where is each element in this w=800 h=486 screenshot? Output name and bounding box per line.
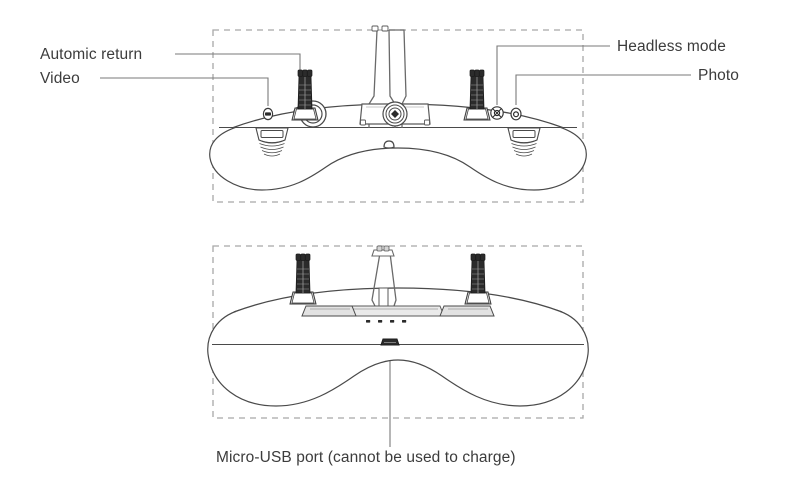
headless-mode-button[interactable] bbox=[490, 106, 504, 120]
right-joystick[interactable] bbox=[463, 69, 491, 121]
callout-video: Video bbox=[40, 70, 80, 87]
leader-headless-mode bbox=[496, 45, 610, 105]
video-button[interactable] bbox=[262, 107, 274, 121]
controller-front-view bbox=[209, 25, 587, 191]
power-button[interactable] bbox=[383, 140, 395, 149]
left-grip-pad bbox=[255, 127, 289, 157]
callout-photo: Photo bbox=[698, 67, 740, 84]
rear-right-hinge bbox=[439, 305, 495, 317]
rear-right-joystick[interactable] bbox=[464, 253, 492, 305]
callout-headless-mode: Headless mode bbox=[617, 38, 726, 55]
right-grip-pad bbox=[507, 127, 541, 157]
left-joystick[interactable] bbox=[291, 69, 319, 121]
front-view-boundary bbox=[212, 29, 584, 203]
leader-video bbox=[100, 77, 269, 106]
rear-left-joystick[interactable] bbox=[289, 253, 317, 305]
phone-holder-knob[interactable] bbox=[382, 101, 408, 127]
caption-micro-usb-port: Micro-USB port (cannot be used to charge… bbox=[216, 449, 516, 466]
folded-bracket bbox=[345, 245, 445, 317]
photo-button[interactable] bbox=[510, 107, 522, 121]
controller-body-rear bbox=[207, 295, 589, 407]
leader-photo bbox=[515, 74, 691, 105]
controller-rear-view bbox=[207, 245, 589, 407]
micro-usb-port bbox=[380, 338, 400, 346]
leader-automic-return bbox=[175, 53, 301, 105]
led-indicator-dots bbox=[366, 320, 407, 323]
callout-automic-return: Automic return bbox=[40, 46, 143, 63]
controller-body-front bbox=[209, 111, 587, 191]
rear-left-hinge bbox=[301, 305, 357, 317]
